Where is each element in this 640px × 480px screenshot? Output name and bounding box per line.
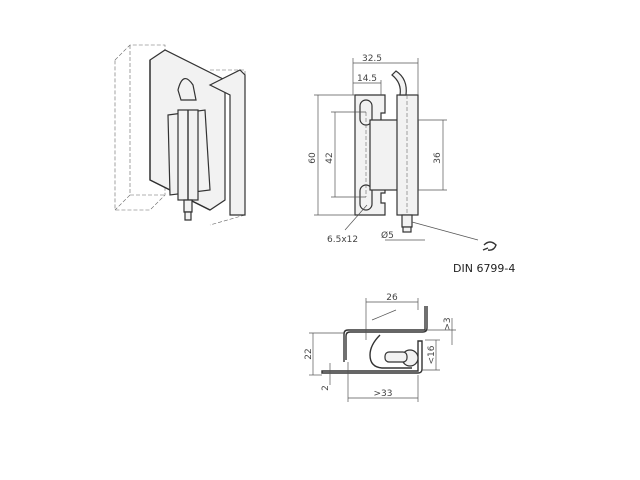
dim-min-width: >33 xyxy=(374,389,393,399)
dim-overall-height: 60 xyxy=(308,152,318,164)
dim-overall-width: 32.5 xyxy=(362,54,382,64)
dim-pin-diameter: Ø5 xyxy=(381,230,394,241)
dim-slot-size: 6.5x12 xyxy=(327,235,358,245)
isometric-view xyxy=(114,44,246,226)
top-view: 26 >3 22 <16 2 >33 xyxy=(304,293,456,402)
dim-min-gap: >3 xyxy=(443,317,453,330)
dim-height: 22 xyxy=(304,348,314,359)
dim-offset-width: 26 xyxy=(386,293,398,303)
dim-thickness: 2 xyxy=(321,385,331,391)
dim-hole-spacing: 42 xyxy=(325,152,335,163)
dim-knuckle-height: 36 xyxy=(433,152,443,164)
retaining-ring-label: DIN 6799-4 xyxy=(453,262,515,275)
dim-leaf-width: 14.5 xyxy=(357,74,377,84)
dim-max-depth: <16 xyxy=(427,345,437,364)
front-view: 32.5 14.5 60 42 36 6.5x12 Ø5 DIN 6799-4 xyxy=(308,54,515,275)
